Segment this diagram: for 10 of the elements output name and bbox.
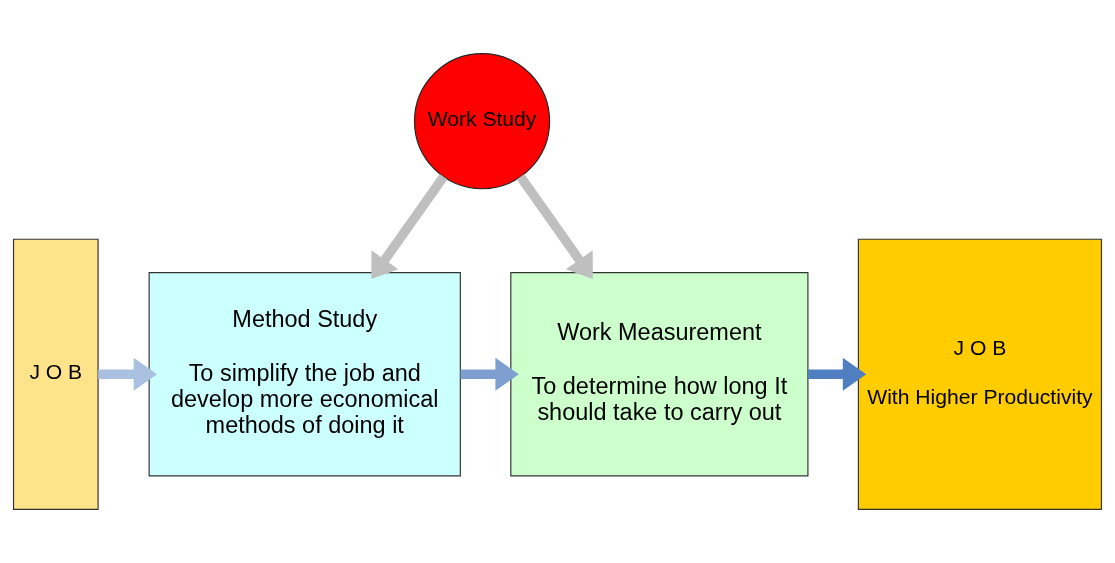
arrow [98, 357, 158, 391]
arrow [808, 357, 867, 391]
node-box: J O B With Higher Productivity [857, 238, 1103, 510]
arrow [516, 174, 593, 279]
node-circle: Work Study [413, 53, 551, 190]
node-box: Work Measurement To determine how long It should take to carry out [510, 272, 809, 477]
node-box: J O B [12, 238, 99, 510]
node-box: Method Study To simplify the job and develop more economical methods of doing it [148, 272, 461, 477]
arrow [371, 174, 448, 279]
arrow [460, 357, 519, 391]
